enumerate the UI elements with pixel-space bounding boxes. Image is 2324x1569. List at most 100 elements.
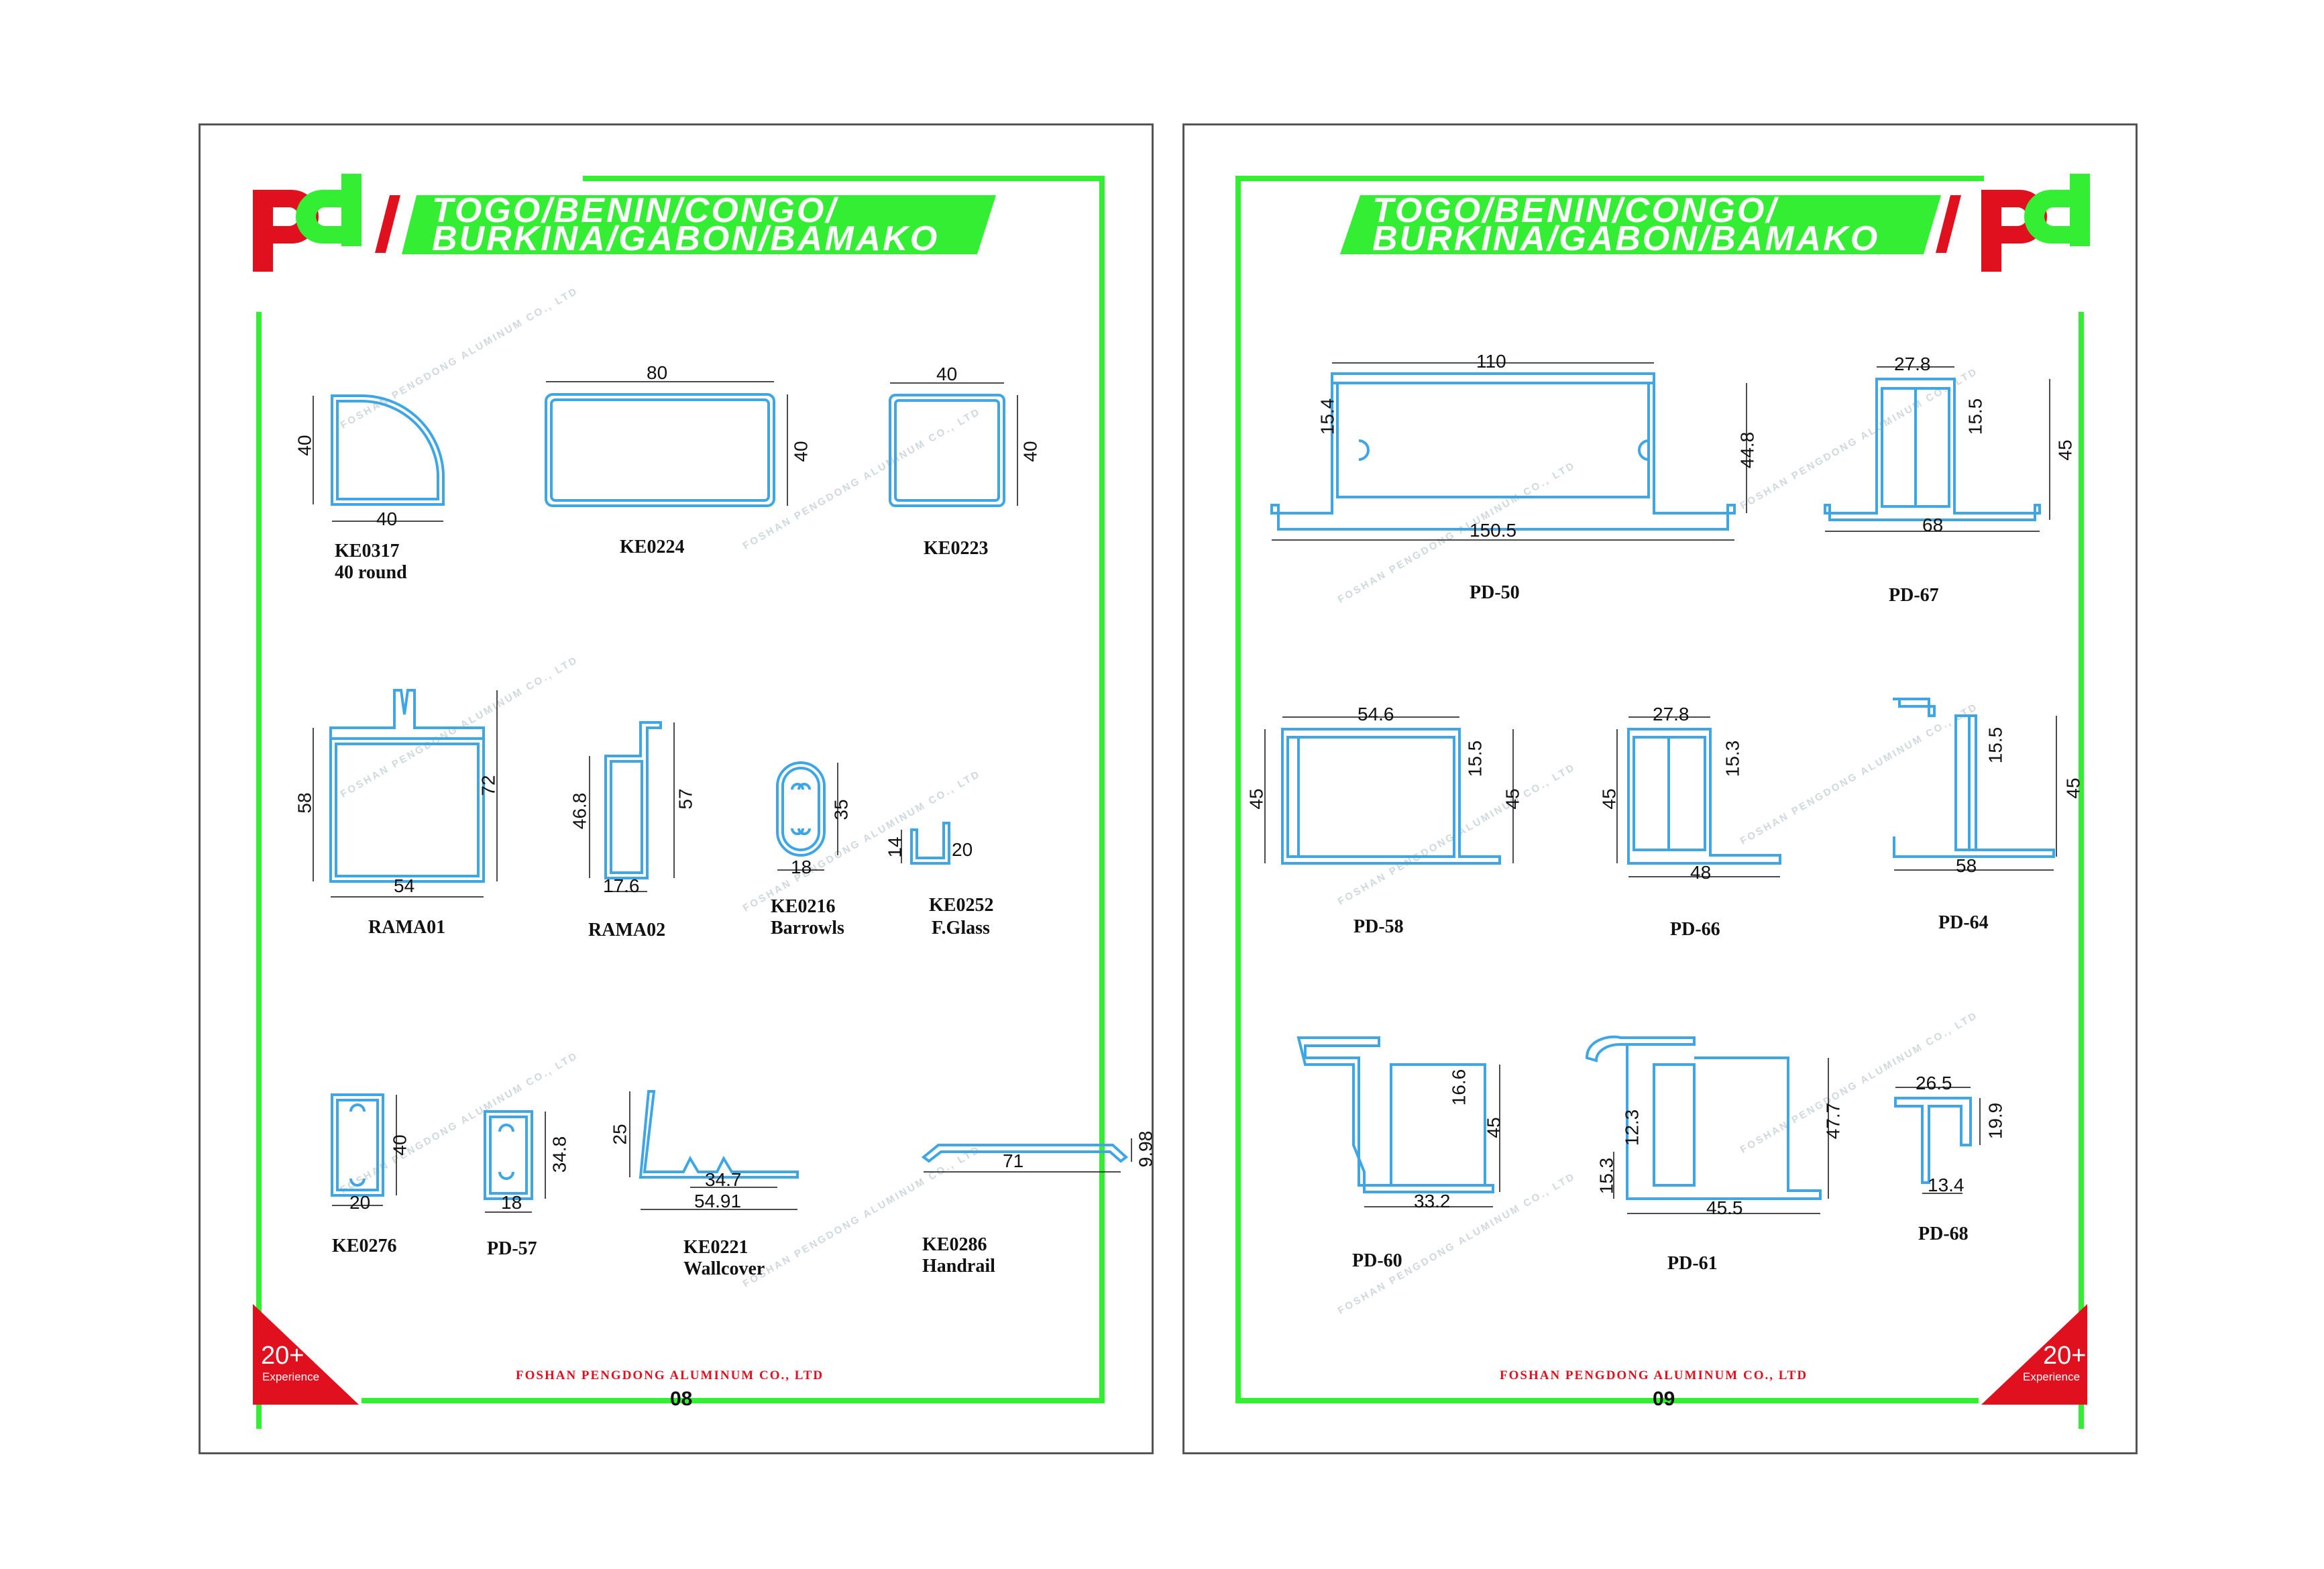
- banner-line-1: TOGO/BENIN/CONGO/: [432, 191, 838, 230]
- profile-code: RAMA01: [368, 917, 446, 938]
- profile-code: KE0317: [335, 541, 400, 561]
- dimension-label: 34.8: [549, 1136, 570, 1173]
- dimension-label: 20: [952, 839, 973, 860]
- profile-drawing-ke0276: [331, 1093, 397, 1206]
- dimension-label: 27.8: [1653, 704, 1690, 724]
- banner-red-slash: [375, 195, 400, 253]
- profile-drawing-ke0252: [901, 822, 950, 865]
- experience-badge-number: 20+: [2043, 1342, 2087, 1370]
- profile-code: KE0276: [332, 1236, 397, 1256]
- profile-drawing-pd68: [1894, 1087, 1981, 1194]
- profile-drawings: [1264, 362, 2057, 1214]
- dimension-label: 35: [830, 799, 852, 820]
- profile-code: PD-60: [1352, 1250, 1402, 1271]
- profile-drawing-pd67: [1824, 366, 2050, 532]
- profile-drawing-rama02: [589, 721, 675, 892]
- profile-drawing-pd57: [484, 1110, 546, 1213]
- profile-code: PD-68: [1918, 1224, 1969, 1244]
- experience-badge-shape: [1981, 1304, 2087, 1405]
- profile-drawing-ke0216: [776, 761, 838, 871]
- dimension-label: 45.5: [1706, 1197, 1743, 1218]
- profile-drawing-ke0223: [889, 382, 1018, 507]
- profile-code: KE0216: [771, 896, 836, 917]
- dimension-label: 40: [376, 508, 398, 529]
- footer-company-name: FOSHAN PENGDONG ALUMINUM CO., LTD: [516, 1368, 824, 1383]
- dimension-label: 25: [609, 1124, 630, 1145]
- dimension-label: 44.8: [1736, 431, 1758, 469]
- experience-badge-shape: [253, 1304, 359, 1405]
- dimension-label: 57: [675, 788, 696, 810]
- profile-code: KE0286: [922, 1234, 987, 1255]
- profile-code: PD-57: [487, 1238, 537, 1259]
- profile-drawings: [313, 381, 1132, 1213]
- dimension-label: 71: [1003, 1150, 1024, 1171]
- profile-code: PD-58: [1353, 916, 1404, 937]
- dimension-label: 13.4: [1928, 1175, 1965, 1195]
- dimension-label: 48: [1690, 862, 1712, 883]
- profile-code: KE0224: [620, 537, 685, 557]
- dimension-label: 12.3: [1621, 1109, 1643, 1146]
- dimension-label: 27.8: [1894, 354, 1931, 374]
- banner-line-2: BURKINA/GABON/BAMAKO: [1372, 219, 1880, 258]
- profile-drawing-ke0317: [313, 394, 445, 522]
- dimension-label: 72: [478, 775, 499, 796]
- profile-code: KE0221: [683, 1237, 749, 1258]
- green-frame-left: [256, 312, 262, 1429]
- pd-logo: [1981, 174, 2090, 272]
- dimension-label: 54.6: [1358, 704, 1394, 724]
- dimension-label: 15.3: [1596, 1157, 1617, 1195]
- green-frame-top: [583, 176, 1105, 181]
- dimension-label: 33.2: [1414, 1191, 1451, 1211]
- dimension-label: 15.5: [1965, 398, 1986, 435]
- dimension-label: 40: [294, 435, 315, 456]
- dimension-label: 9.98: [1135, 1130, 1156, 1168]
- dimension-label: 16.6: [1448, 1069, 1470, 1106]
- banner-green: [1340, 195, 1941, 254]
- dimension-label: 15.3: [1722, 740, 1743, 777]
- dimension-label: 80: [647, 362, 668, 383]
- dimension-label: 17.6: [603, 875, 640, 896]
- profile-code: PD-66: [1670, 919, 1720, 940]
- pd-logo: [253, 174, 362, 272]
- dimension-label: 54.91: [694, 1191, 742, 1211]
- dimension-label: 15.4: [1317, 398, 1338, 435]
- dimension-label: 45: [1246, 788, 1267, 810]
- dimension-label: 45: [2054, 439, 2076, 461]
- profile-drawing-pd61: [1585, 1035, 1829, 1214]
- page-frame-graphics: [253, 174, 1105, 1429]
- green-frame-bottom: [362, 1398, 1105, 1403]
- dimension-label: 18: [501, 1192, 522, 1213]
- dimension-label: 58: [294, 792, 315, 814]
- banner-line-2: BURKINA/GABON/BAMAKO: [432, 219, 940, 258]
- catalog-page-left: TOGO/BENIN/CONGO/ BURKINA/GABON/BAMAKO 2…: [199, 123, 1156, 1454]
- dimension-label: 15.5: [1985, 726, 2006, 764]
- dimension-label: 15.5: [1464, 740, 1486, 777]
- profile-code: PD-64: [1938, 912, 1989, 933]
- profile-drawing-ke0224: [545, 381, 788, 507]
- profile-drawing-ke0286: [921, 1138, 1132, 1173]
- green-frame-right: [2079, 312, 2084, 1429]
- dimension-label: 40: [790, 441, 812, 462]
- dimension-label: 40: [389, 1134, 410, 1156]
- dimension-label: 68: [1922, 515, 1944, 535]
- page-frame-graphics: [1235, 174, 2090, 1429]
- profile-code: PD-67: [1889, 585, 1939, 606]
- green-frame-right: [1099, 176, 1105, 1403]
- profile-drawing-pd50: [1270, 362, 1747, 541]
- profile-drawing-pd60: [1296, 1036, 1500, 1207]
- dimension-label: 46.8: [569, 792, 590, 830]
- catalog-page-right: TOGO/BENIN/CONGO/ BURKINA/GABON/BAMAKO 2…: [1182, 123, 2138, 1454]
- dimension-label: 19.9: [1985, 1102, 2006, 1140]
- dimension-label: 45: [1502, 788, 1523, 810]
- profile-drawing-pd64: [1893, 698, 2057, 871]
- experience-badge-number: 20+: [261, 1342, 305, 1370]
- dimension-label: 150.5: [1470, 520, 1517, 541]
- profile-code: KE0252: [929, 895, 994, 916]
- dimension-label: 45: [1483, 1117, 1504, 1138]
- profile-code: KE0223: [924, 538, 989, 559]
- profile-name: Barrowls: [771, 918, 844, 938]
- dimension-label: 14: [884, 836, 905, 858]
- profile-drawing-pd66: [1616, 716, 1781, 877]
- dimension-label: 45: [2062, 777, 2084, 799]
- banner-green: [402, 195, 996, 254]
